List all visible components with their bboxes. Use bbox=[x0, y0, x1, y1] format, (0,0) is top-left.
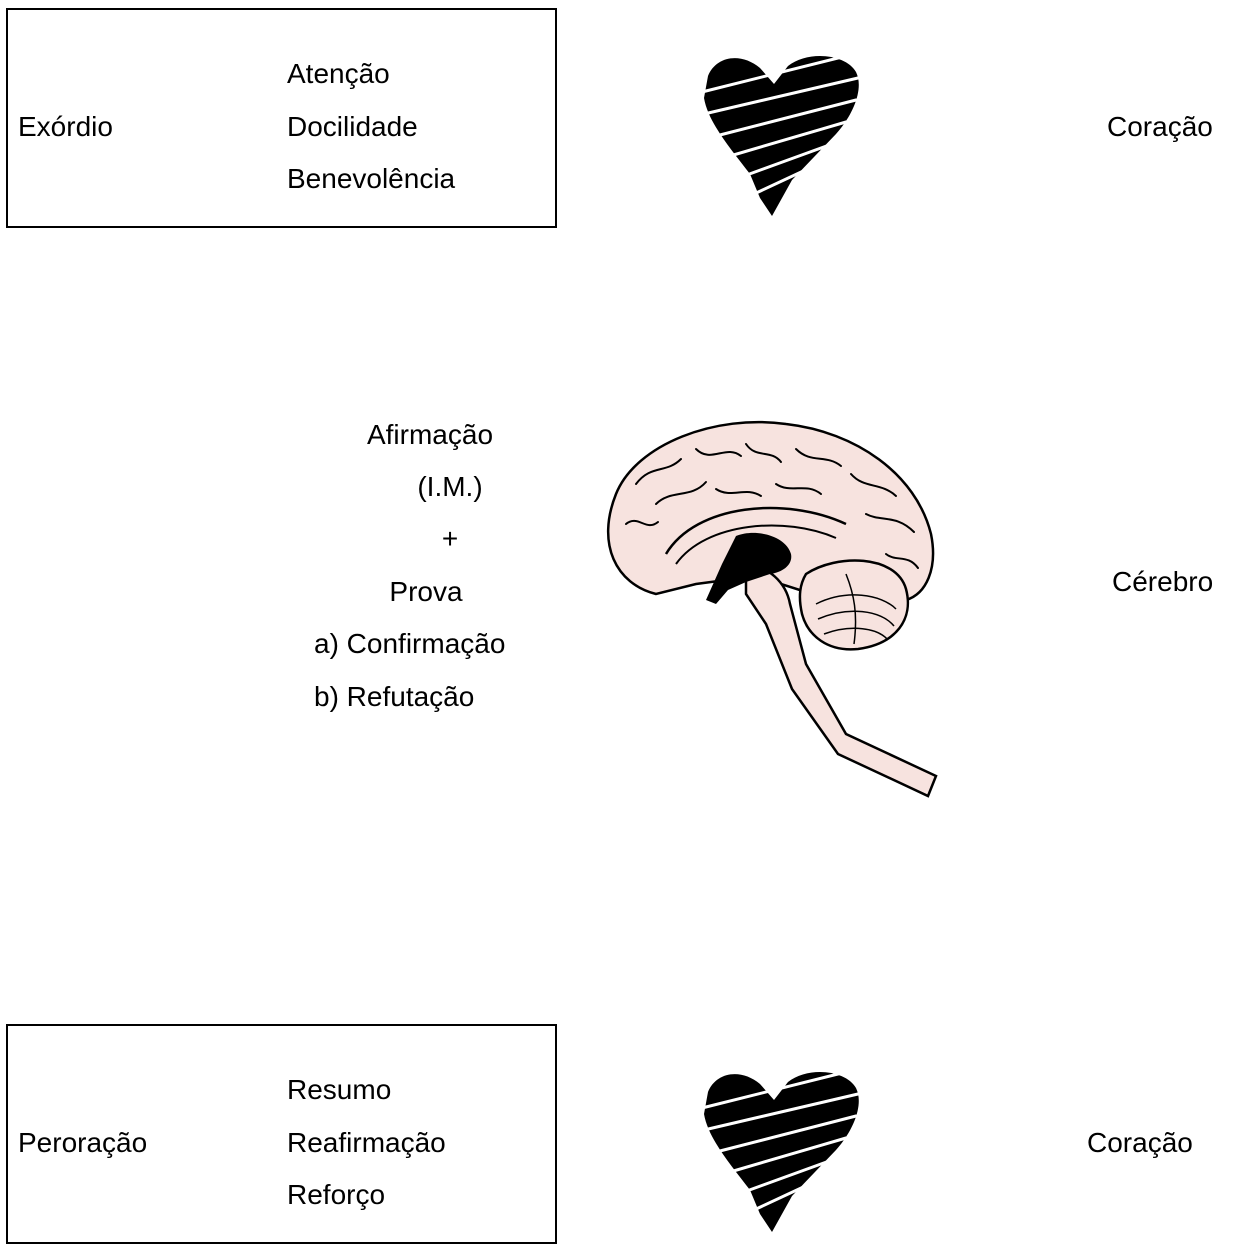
bottom-organ-label: Coração bbox=[1087, 1127, 1193, 1159]
plus-line: + bbox=[320, 523, 580, 555]
peroracao-title: Peroração bbox=[18, 1127, 147, 1159]
afirmacao-line: Afirmação bbox=[300, 419, 560, 451]
confirmacao-line: a) Confirmação bbox=[314, 628, 505, 660]
heart-icon bbox=[696, 1064, 868, 1236]
exordio-title: Exórdio bbox=[18, 111, 113, 143]
peroracao-item-reafirmacao: Reafirmação bbox=[287, 1127, 446, 1159]
brain-icon bbox=[596, 404, 941, 799]
heart-icon bbox=[696, 48, 868, 220]
exordio-item-atencao: Atenção bbox=[287, 58, 390, 90]
im-line: (I.M.) bbox=[320, 471, 580, 503]
top-organ-label: Coração bbox=[1107, 111, 1213, 143]
middle-organ-label: Cérebro bbox=[1112, 566, 1213, 598]
exordio-item-benevolencia: Benevolência bbox=[287, 163, 455, 195]
exordio-item-docilidade: Docilidade bbox=[287, 111, 418, 143]
peroracao-item-reforco: Reforço bbox=[287, 1179, 385, 1211]
prova-line: Prova bbox=[296, 576, 556, 608]
refutacao-line: b) Refutação bbox=[314, 681, 474, 713]
peroracao-item-resumo: Resumo bbox=[287, 1074, 391, 1106]
